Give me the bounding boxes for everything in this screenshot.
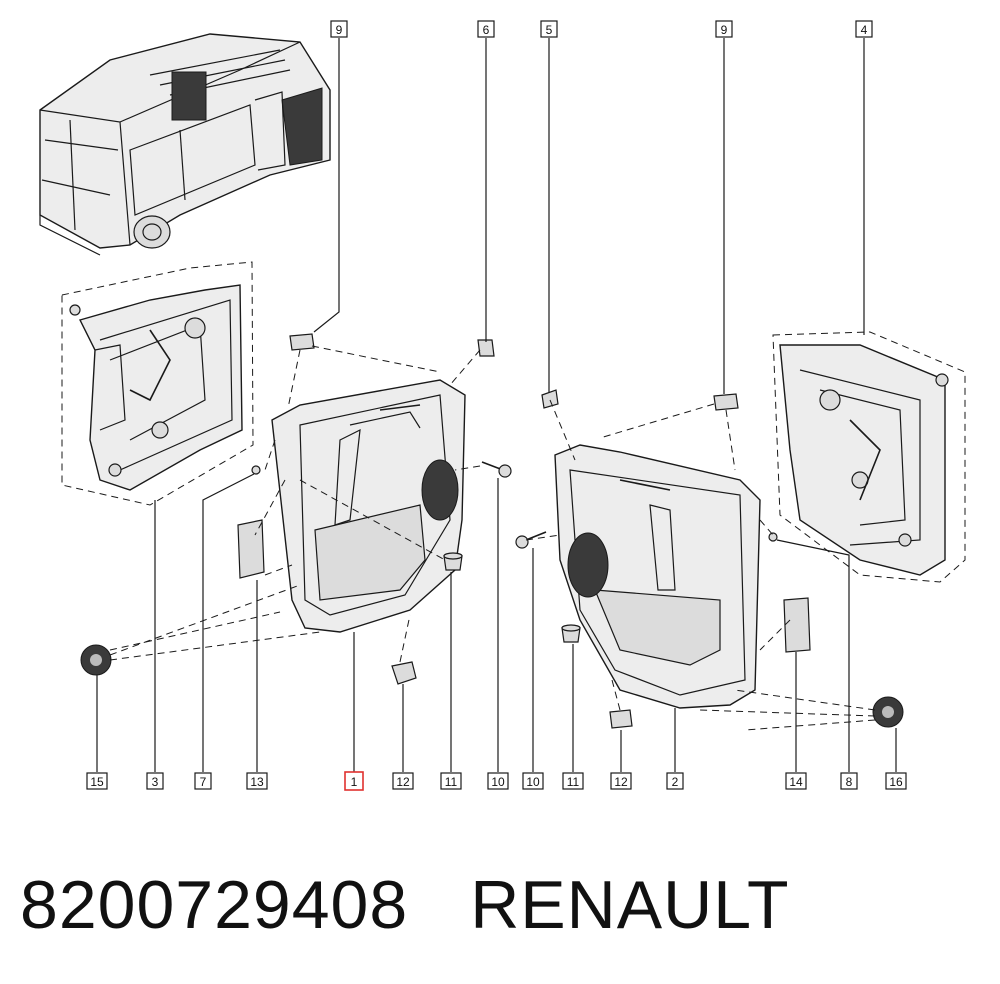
callout-9-right: 9: [715, 20, 733, 38]
callout-1-highlighted: 1: [344, 771, 364, 791]
screw-10-right: [515, 531, 547, 549]
cap-11-left: [443, 552, 463, 571]
fastener-15: [80, 644, 112, 676]
callout-4: 4: [855, 20, 873, 38]
svg-text:8: 8: [846, 775, 853, 789]
window-regulator-left: [61, 261, 254, 506]
bracket-13: [237, 519, 265, 579]
callout-16: 16: [885, 772, 907, 790]
svg-text:6: 6: [483, 23, 490, 37]
clip-5: [541, 389, 559, 409]
plug-12-right: [609, 709, 633, 729]
svg-text:16: 16: [889, 775, 903, 789]
fastener-16: [872, 696, 904, 728]
clip-9-right: [713, 393, 739, 411]
svg-text:14: 14: [789, 775, 803, 789]
callout-2: 2: [666, 772, 684, 790]
callout-10-right: 10: [522, 772, 544, 790]
door-panel-left: [271, 379, 466, 633]
callout-10-left: 10: [487, 772, 509, 790]
callout-11-right: 11: [562, 772, 584, 790]
callout-5: 5: [540, 20, 558, 38]
svg-text:2: 2: [672, 775, 679, 789]
clip-6: [477, 339, 495, 357]
part-caption: 8200729408 RENAULT: [20, 855, 790, 955]
svg-text:3: 3: [152, 775, 159, 789]
van-illustration: [39, 33, 331, 256]
callout-11-left: 11: [440, 772, 462, 790]
svg-text:7: 7: [200, 775, 207, 789]
plug-12-left: [391, 661, 417, 685]
callout-8: 8: [840, 772, 858, 790]
door-panel-right: [554, 444, 761, 709]
assembly-lines: [109, 345, 876, 731]
clip-9-left: [289, 333, 315, 351]
callout-9-left: 9: [330, 20, 348, 38]
cap-11-right: [561, 624, 581, 643]
svg-text:13: 13: [250, 775, 264, 789]
brand-name: RENAULT: [470, 867, 790, 943]
svg-text:12: 12: [614, 775, 628, 789]
svg-text:11: 11: [445, 775, 458, 789]
callout-7: 7: [194, 772, 212, 790]
svg-text:9: 9: [336, 23, 343, 37]
svg-text:9: 9: [721, 23, 728, 37]
svg-text:15: 15: [90, 775, 104, 789]
callout-15: 15: [86, 772, 108, 790]
svg-text:10: 10: [526, 775, 540, 789]
pin-8: [768, 532, 778, 542]
callout-12-left: 12: [392, 772, 414, 790]
svg-text:10: 10: [491, 775, 505, 789]
callout-12-right: 12: [610, 772, 632, 790]
screw-10-left: [481, 461, 512, 478]
exploded-parts-diagram: .ln { stroke:#1a1a1a; stroke-width:1.2; …: [39, 20, 966, 791]
svg-text:4: 4: [861, 23, 868, 37]
callout-13: 13: [246, 772, 268, 790]
svg-text:1: 1: [351, 775, 358, 789]
part-number: 8200729408: [20, 867, 409, 943]
bracket-14: [783, 597, 811, 653]
leader-lines: [96, 38, 897, 772]
window-regulator-right: [772, 331, 966, 583]
pin-7: [251, 465, 261, 475]
callout-3: 3: [146, 772, 164, 790]
svg-text:12: 12: [396, 775, 410, 789]
callout-14: 14: [785, 772, 807, 790]
callout-6: 6: [477, 20, 495, 38]
svg-text:11: 11: [567, 775, 580, 789]
svg-text:5: 5: [546, 23, 553, 37]
